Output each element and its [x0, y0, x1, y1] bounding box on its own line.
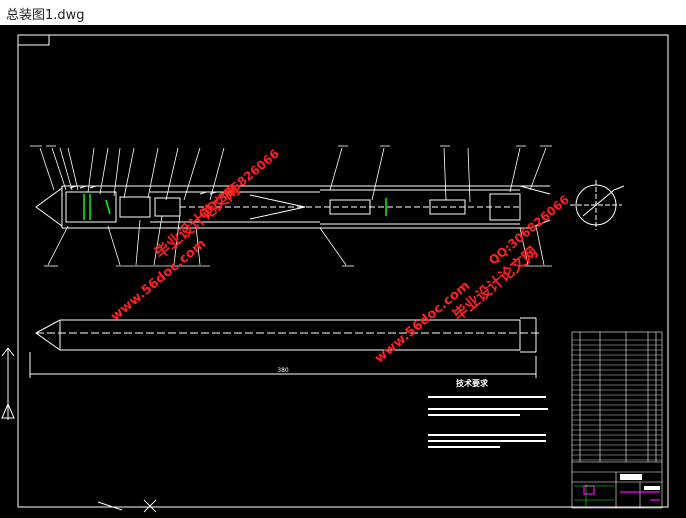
- window-title: 总装图1.dwg: [6, 8, 85, 23]
- title-block-green: [574, 484, 614, 506]
- part-leaders: [30, 145, 552, 267]
- tech-requirements-heading: 技术要求: [456, 378, 489, 388]
- end-view-detail: [570, 180, 625, 230]
- green-components: [83, 194, 387, 220]
- assembly-section-view: [35, 185, 551, 229]
- length-dimension: 380: [277, 367, 289, 374]
- outer-profile-view: [29, 317, 540, 378]
- window-titlebar: 总装图1.dwg: [0, 0, 686, 26]
- parts-list-rows: [572, 339, 662, 461]
- drawing-frame: [17, 34, 669, 508]
- cad-drawing-canvas[interactable]: 380 技术要求: [0, 25, 686, 514]
- title-block-fill: [620, 474, 660, 490]
- drawing-svg: 380 技术要求: [1, 34, 669, 513]
- tech-requirements: 技术要求: [428, 378, 548, 448]
- ucs-icon: [1, 347, 157, 513]
